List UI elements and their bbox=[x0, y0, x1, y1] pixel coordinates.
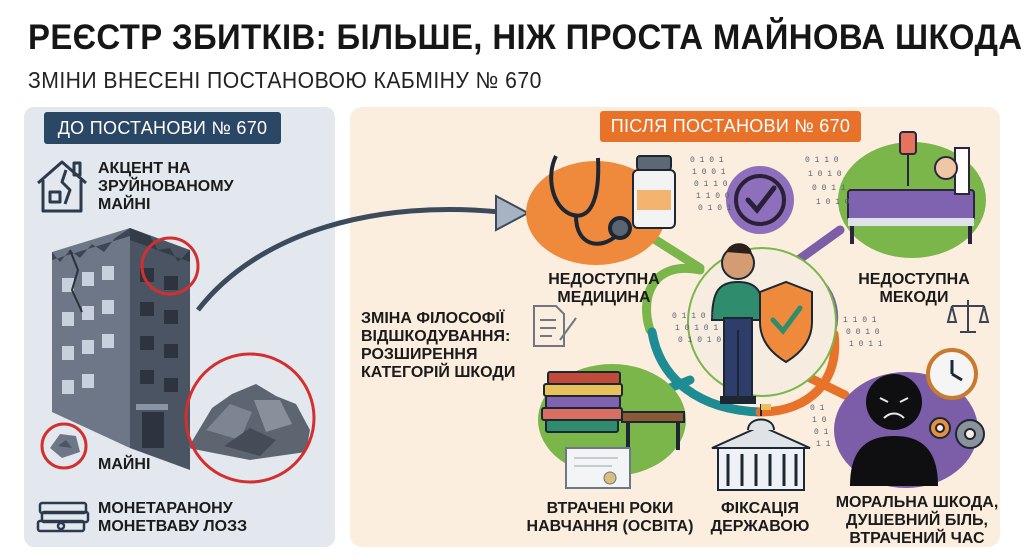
scales-icon bbox=[946, 300, 990, 333]
philosophy-line-1: ЗМІНА ФІЛОСОФІЇ bbox=[361, 310, 505, 327]
sad-person-icon bbox=[850, 374, 938, 486]
philosophy-line-3: РОЗШИРЕННЯ bbox=[361, 346, 478, 363]
svg-text:0 1 1 0: 0 1 1 0 bbox=[805, 156, 839, 165]
checkmark-badge-icon bbox=[734, 174, 786, 226]
diploma-icon bbox=[565, 447, 631, 489]
damaged-building-icon bbox=[52, 228, 190, 470]
moral-label: МОРАЛЬНА ШКОДА, ДУШЕВНИЙ БІЛЬ, ВТРАЧЕНИЙ… bbox=[834, 494, 1000, 548]
moral-line-3: ВТРАЧЕНИЙ ЧАС bbox=[849, 530, 985, 547]
medicine-line-2: МЕДИЦИНА bbox=[557, 289, 651, 306]
accent-line-3: МАЙНІ bbox=[98, 196, 151, 213]
debris-highlight-circle bbox=[40, 422, 88, 470]
damage-highlight-circle bbox=[140, 236, 200, 296]
education-label: ВТРАЧЕНІ РОКИ НАВЧАННЯ (ОСВІТА) bbox=[524, 500, 696, 536]
accent-label: АКЦЕНТ НА ЗРУЙНОВАНОМУ МАЙНІ bbox=[98, 160, 234, 214]
state-line-2: ДЕРЖАВОЮ bbox=[710, 518, 810, 535]
curved-arrow-icon bbox=[196, 194, 531, 312]
binary-code-decoration: 0 1 0 1 1 0 0 1 0 1 1 0 1 1 0 0 0 1 0 1 0 1 … bbox=[672, 156, 883, 449]
page-title: РЕЄСТР ЗБИТКІВ: БІЛЬШЕ, НІЖ ПРОСТА МАЙНО… bbox=[28, 18, 1023, 57]
pill-bottle-icon bbox=[632, 155, 676, 229]
medicine-line-1: НЕДОСТУПНА bbox=[548, 271, 660, 288]
after-header: ПІСЛЯ ПОСТАНОВИ № 670 bbox=[600, 111, 861, 142]
svg-text:0 0 1 0: 0 0 1 0 bbox=[846, 328, 880, 337]
svg-text:1 1 0 1: 1 1 0 1 bbox=[843, 316, 877, 325]
gears-icon bbox=[929, 417, 985, 449]
document-pen-icon bbox=[533, 305, 577, 347]
state-label: ФІКСАЦІЯ ДЕРЖАВОЮ bbox=[704, 500, 816, 536]
state-line-1: ФІКСАЦІЯ bbox=[721, 500, 799, 517]
mekody-line-2: МЕКОДИ bbox=[879, 289, 949, 306]
stethoscope-icon bbox=[549, 155, 632, 246]
svg-text:0 1: 0 1 bbox=[814, 428, 829, 437]
rubble-icon bbox=[188, 384, 310, 460]
monetary-line-2: МОНЕТВАВУ ЛОЗЗ bbox=[98, 518, 248, 535]
page-subtitle: ЗМІНИ ВНЕСЕНІ ПОСТАНОВОЮ КАБМІНУ № 670 bbox=[28, 67, 542, 93]
svg-text:1 0 1 0: 1 0 1 0 bbox=[816, 198, 850, 207]
philosophy-line-2: ВІДШКОДУВАННЯ: bbox=[361, 328, 511, 345]
svg-text:1 1: 1 1 bbox=[816, 440, 831, 449]
moral-line-1: МОРАЛЬНА ШКОДА, bbox=[835, 494, 999, 511]
rubble-highlight-circle bbox=[184, 352, 316, 484]
small-debris-icon bbox=[50, 434, 80, 458]
clock-icon bbox=[926, 348, 978, 400]
person-icon bbox=[710, 243, 766, 404]
svg-text:0 1: 0 1 bbox=[810, 404, 825, 413]
svg-text:0 1 0 1 0: 0 1 0 1 0 bbox=[678, 336, 721, 345]
svg-text:0 1 0 1: 0 1 0 1 bbox=[690, 156, 724, 165]
svg-text:1 0 1 1: 1 0 1 1 bbox=[849, 340, 883, 349]
mekody-line-1: НЕДОСТУПНА bbox=[858, 271, 970, 288]
medicine-blob bbox=[526, 161, 666, 265]
parliament-icon bbox=[711, 404, 811, 491]
mekody-label: НЕДОСТУПНА МЕКОДИ bbox=[852, 271, 976, 307]
accent-line-2: ЗРУЙНОВАНОМУ bbox=[98, 178, 234, 195]
hospital-bed-icon bbox=[847, 131, 975, 244]
svg-text:0 0 1 1: 0 0 1 1 bbox=[812, 184, 846, 193]
medicine-label: НЕДОСТУПНА МЕДИЦИНА bbox=[544, 271, 664, 307]
svg-text:0 1 1 0: 0 1 1 0 bbox=[694, 180, 728, 189]
svg-text:1 0 1 0 1: 1 0 1 0 1 bbox=[675, 324, 718, 333]
money-stack-icon bbox=[36, 501, 90, 533]
svg-text:1 0 1 0: 1 0 1 0 bbox=[808, 170, 842, 179]
property-label: МАЙНІ bbox=[98, 456, 151, 473]
education-line-2: НАВЧАННЯ (ОСВІТА) bbox=[526, 518, 694, 535]
svg-text:0 1 0 1: 0 1 0 1 bbox=[698, 204, 732, 213]
accent-line-1: АКЦЕНТ НА bbox=[98, 160, 191, 177]
svg-text:1 0: 1 0 bbox=[812, 416, 827, 425]
svg-text:1 0 0 1: 1 0 0 1 bbox=[692, 168, 726, 177]
house-crack-icon bbox=[37, 160, 87, 213]
books-icon bbox=[541, 371, 623, 433]
svg-text:0 1 1 0 0: 0 1 1 0 0 bbox=[672, 312, 715, 321]
shield-check-icon bbox=[759, 280, 813, 364]
desk-icon bbox=[621, 411, 685, 450]
before-header: ДО ПОСТАНОВИ № 670 bbox=[44, 112, 281, 144]
moral-line-2: ДУШЕВНИЙ БІЛЬ, bbox=[846, 512, 988, 529]
philosophy-line-4: КАТЕГОРІЙ ШКОДИ bbox=[361, 364, 516, 381]
philosophy-label: ЗМІНА ФІЛОСОФІЇ ВІДШКОДУВАННЯ: РОЗШИРЕНН… bbox=[361, 310, 515, 382]
monetary-line-1: МОНЕТАРАНОНУ bbox=[98, 500, 233, 517]
education-line-1: ВТРАЧЕНІ РОКИ bbox=[546, 500, 674, 517]
svg-text:1 1 0 0: 1 1 0 0 bbox=[696, 192, 730, 201]
monetary-label: МОНЕТАРАНОНУ МОНЕТВАВУ ЛОЗЗ bbox=[98, 500, 247, 536]
